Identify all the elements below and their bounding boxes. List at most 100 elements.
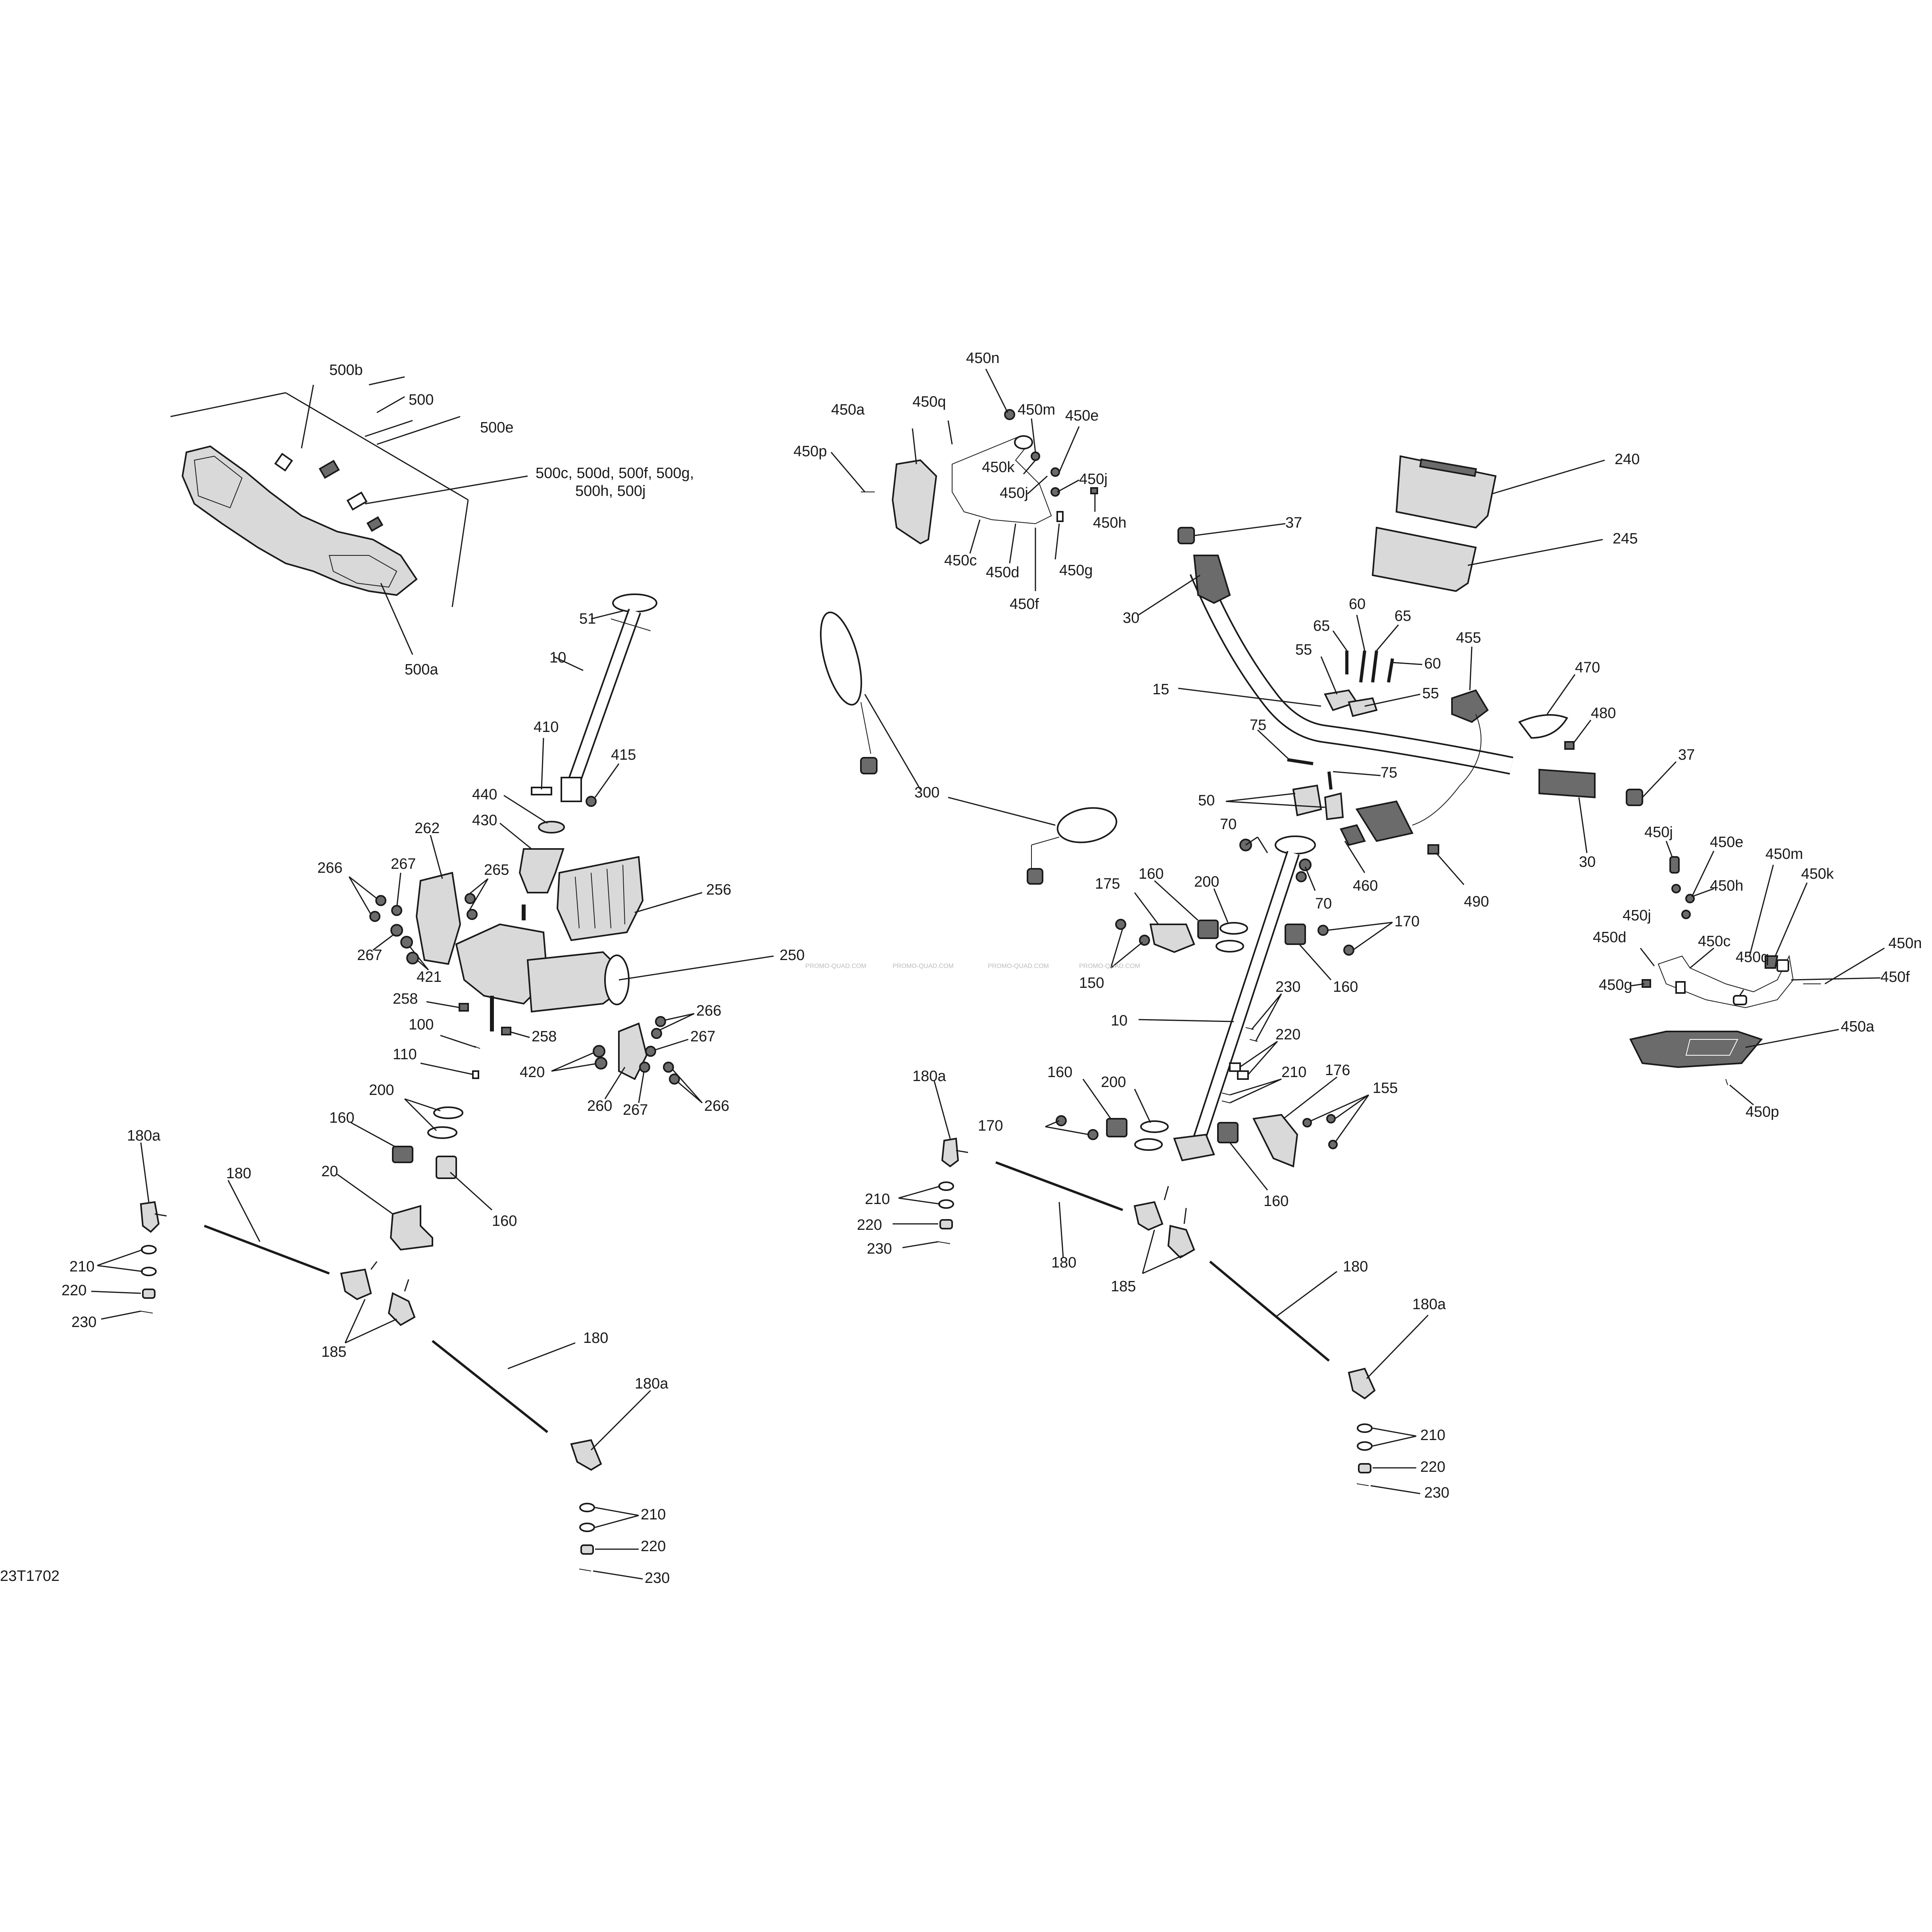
callout-160-left-b: 160 — [492, 1213, 517, 1229]
callout-10-right: 10 — [1111, 1012, 1127, 1029]
callout-500c-group-line2: 500h, 500j — [575, 483, 646, 499]
callout-185-right: 185 — [1111, 1278, 1136, 1295]
right-steering-column: 70 70 10 175 150 160 200 160 170 — [857, 816, 1449, 1501]
callout-180-right-1: 180 — [1051, 1254, 1076, 1271]
callout-450q-right: 450q — [1736, 949, 1769, 966]
callout-267-d: 267 — [623, 1102, 648, 1118]
callout-51: 51 — [579, 611, 596, 627]
callout-180a-right-2: 180a — [1412, 1296, 1446, 1313]
callout-220-column: 220 — [1275, 1026, 1300, 1043]
callout-440: 440 — [472, 786, 497, 803]
callout-267-c: 267 — [690, 1028, 715, 1045]
callout-500c-group-line1: 500c, 500d, 500f, 500g, — [536, 465, 694, 482]
callout-415: 415 — [611, 747, 636, 763]
callout-37-top: 37 — [1285, 515, 1302, 531]
handguard-450-top: 450n 450a 450q 450m 450e 450p 450k 450j … — [793, 350, 1127, 613]
callout-450a-top: 450a — [831, 401, 865, 418]
callout-450e-top: 450e — [1065, 407, 1099, 424]
callout-100: 100 — [409, 1016, 434, 1033]
callout-265: 265 — [484, 862, 509, 878]
callout-10-left: 10 — [549, 649, 566, 666]
callout-37-right: 37 — [1678, 747, 1695, 763]
callout-450p-top: 450p — [793, 443, 827, 460]
callout-450j-top-2: 450j — [1000, 485, 1028, 501]
callout-200-left: 200 — [369, 1082, 394, 1099]
callout-470: 470 — [1575, 659, 1600, 676]
watermark-2: PROMO-QUAD.COM — [893, 963, 954, 970]
callout-450d-right: 450d — [1593, 929, 1627, 946]
callout-266-b: 266 — [696, 1002, 721, 1019]
callout-450g-top: 450g — [1059, 562, 1093, 579]
callout-450m-right: 450m — [1765, 846, 1803, 862]
callout-220-left-1: 220 — [61, 1282, 86, 1299]
callout-180a-left-1: 180a — [127, 1127, 161, 1144]
callout-176: 176 — [1325, 1062, 1350, 1079]
watermark-3: PROMO-QUAD.COM — [988, 963, 1049, 970]
callout-180-left-2: 180 — [583, 1330, 608, 1346]
callout-480: 480 — [1591, 705, 1616, 722]
callout-180-right-2: 180 — [1343, 1258, 1368, 1275]
callout-450n-right: 450n — [1888, 935, 1922, 952]
handguard-assembly-500: 500b 500 500e 500c, 500d, 500f, 500g, 50… — [170, 362, 694, 678]
callout-160-right-d: 160 — [1264, 1193, 1289, 1210]
callout-300: 300 — [914, 784, 939, 801]
callout-180a-left-2: 180a — [635, 1375, 668, 1392]
callout-430: 430 — [472, 812, 497, 829]
callout-420: 420 — [520, 1064, 545, 1081]
callout-450g-right: 450g — [1599, 977, 1632, 993]
callout-450f-top: 450f — [1010, 596, 1039, 613]
callout-65-a: 65 — [1313, 618, 1330, 634]
callout-15: 15 — [1152, 681, 1169, 698]
callout-450j-top-1: 450j — [1079, 471, 1108, 488]
callout-210-left-1: 210 — [69, 1258, 94, 1275]
callout-450p-right: 450p — [1746, 1104, 1779, 1120]
callout-70-b: 70 — [1315, 895, 1332, 912]
callout-210-right-1: 210 — [865, 1191, 890, 1208]
callout-240: 240 — [1615, 451, 1640, 468]
callout-160-right-b: 160 — [1333, 979, 1358, 995]
callout-70-a: 70 — [1220, 816, 1237, 833]
handguard-450-right: 450j 450e 450m 450k 450h 450n 450j 450d … — [1593, 824, 1922, 1120]
callout-210-left-2: 210 — [641, 1506, 666, 1523]
callout-256: 256 — [706, 881, 731, 898]
drawing-code: 23T1702 — [0, 1568, 60, 1584]
callout-230-right-2: 230 — [1424, 1485, 1449, 1501]
callout-150: 150 — [1079, 975, 1104, 991]
mirror-assembly-300: 300 — [820, 611, 1118, 885]
callout-50: 50 — [1198, 792, 1215, 809]
callout-500a: 500a — [405, 661, 438, 678]
callout-60-a: 60 — [1349, 596, 1365, 613]
callout-180-left-1: 180 — [226, 1165, 251, 1182]
callout-160-left-a: 160 — [329, 1110, 354, 1126]
callout-267-b: 267 — [357, 947, 382, 964]
callout-30-top: 30 — [1123, 610, 1139, 626]
callout-180a-right-1: 180a — [912, 1068, 946, 1085]
callout-460: 460 — [1353, 878, 1378, 894]
callout-450a-right: 450a — [1841, 1018, 1874, 1035]
callout-75-a: 75 — [1250, 717, 1266, 734]
callout-175: 175 — [1095, 876, 1120, 892]
callout-170-right-b: 170 — [978, 1118, 1003, 1134]
callout-450j-right-2: 450j — [1623, 907, 1651, 924]
callout-450j-right-1: 450j — [1644, 824, 1673, 841]
callout-230-left-1: 230 — [71, 1314, 96, 1331]
callout-55-a: 55 — [1295, 641, 1312, 658]
callout-450k-top: 450k — [982, 459, 1015, 476]
callout-75-b: 75 — [1381, 764, 1397, 781]
callout-450q-top: 450q — [912, 394, 946, 410]
left-steering-column: 51 10 410 415 440 430 262 266 267 265 26… — [61, 593, 805, 1586]
callout-258-a: 258 — [393, 991, 418, 1007]
callout-160-right-a: 160 — [1139, 866, 1164, 882]
handlebar-assembly: 37 30 240 245 60 65 65 60 55 55 455 470 — [1123, 451, 1695, 910]
callout-450f-right: 450f — [1880, 969, 1910, 985]
watermark-1: PROMO-QUAD.COM — [805, 963, 866, 970]
callout-450c-top: 450c — [944, 552, 977, 569]
callout-160-right-c: 160 — [1047, 1064, 1072, 1081]
callout-450m-top: 450m — [1018, 401, 1055, 418]
callout-450n-top: 450n — [966, 350, 1000, 367]
callout-20: 20 — [321, 1163, 338, 1180]
callout-410: 410 — [534, 719, 559, 736]
callout-155: 155 — [1373, 1080, 1398, 1097]
callout-230-column: 230 — [1275, 979, 1300, 995]
